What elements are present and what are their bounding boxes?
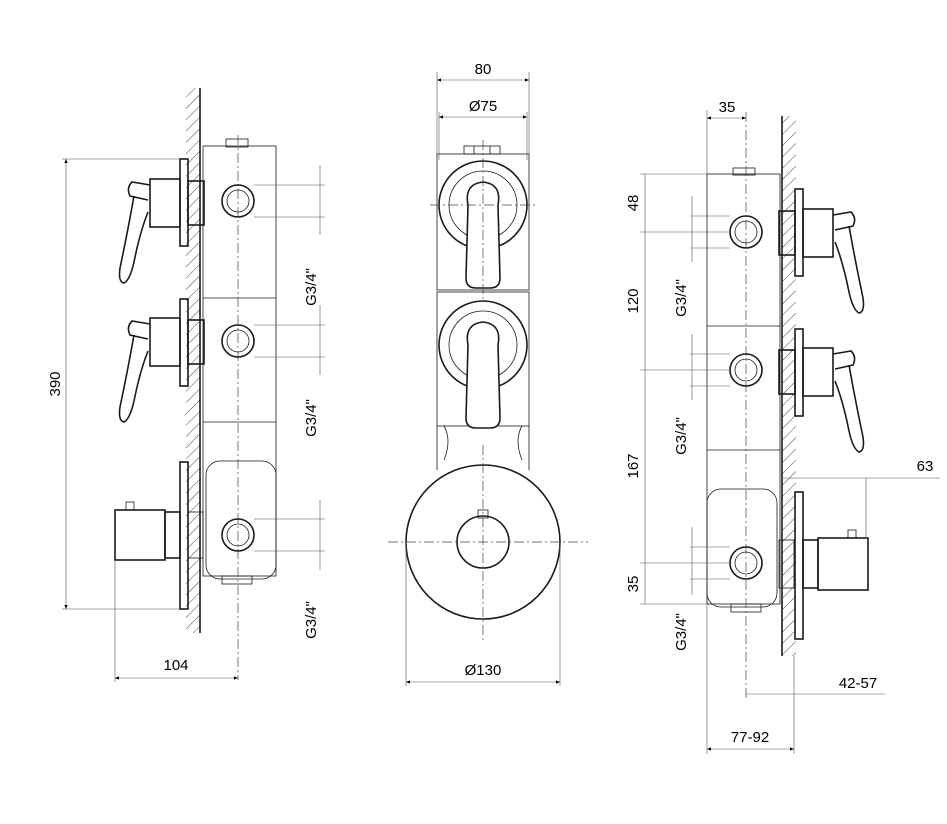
left-port-2 [221, 324, 255, 358]
dim-104: 104 [163, 657, 188, 674]
left-valve-body [202, 145, 277, 577]
dim-42-57: 42-57 [839, 675, 877, 692]
left-port-3 [221, 518, 255, 552]
left-lever-handle-1 [118, 178, 205, 284]
left-lever-handle-2 [118, 317, 205, 423]
right-port-1 [729, 215, 763, 249]
left-port-1 [221, 184, 255, 218]
thread-label-3: G3/4" [303, 601, 320, 639]
front-view: 80 Ø75 Ø130 [388, 61, 588, 686]
dim-63: 63 [917, 458, 934, 475]
dim-120: 120 [625, 288, 642, 313]
left-thermostat-knob [114, 501, 204, 561]
dim-dia-75: Ø75 [469, 98, 497, 115]
dim-80: 80 [475, 61, 492, 78]
dim-390: 390 [47, 371, 64, 396]
thread-label-1: G3/4" [303, 268, 320, 306]
dim-77-92: 77-92 [731, 729, 769, 746]
right-side-view: 48 120 167 35 G3/4" G3/4" G3/4" 35 63 42… [625, 99, 940, 754]
dim-dia-130: Ø130 [465, 662, 502, 679]
right-thermostat-knob [778, 529, 869, 591]
dim-35-top: 35 [719, 99, 736, 116]
dim-35-bottom: 35 [625, 576, 642, 593]
left-side-view: 390 104 G3/4" G3/4" G3/4" [47, 88, 325, 682]
right-thread-label-3: G3/4" [673, 613, 690, 651]
thread-label-2: G3/4" [303, 399, 320, 437]
dim-167: 167 [625, 453, 642, 478]
right-thread-label-1: G3/4" [673, 279, 690, 317]
right-wall-hatch [782, 116, 796, 656]
right-thread-label-2: G3/4" [673, 417, 690, 455]
dim-48: 48 [625, 195, 642, 212]
right-lever-handle-2 [778, 347, 865, 453]
right-lever-handle-1 [778, 208, 865, 314]
front-rosette [388, 445, 588, 640]
